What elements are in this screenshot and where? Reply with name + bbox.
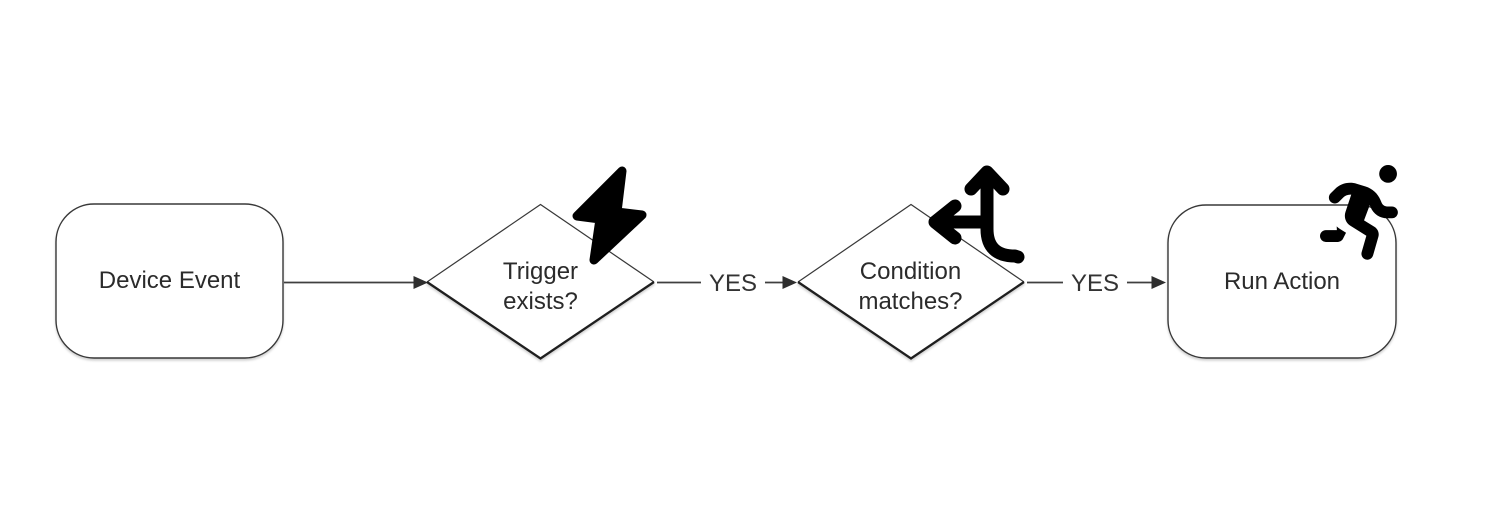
edge-label-yes-2: YES: [1062, 269, 1128, 299]
node-run-action-shape: [1167, 204, 1397, 359]
condition-matches-label: Condition matches?: [797, 204, 1024, 364]
arrowhead-icon: [1151, 276, 1166, 289]
run-action-label: Run Action: [1168, 205, 1396, 358]
arrows-split-icon: [928, 165, 1025, 264]
trigger-exists-label-line2: exists?: [503, 287, 578, 315]
arrowhead-icon: [413, 276, 428, 289]
condition-matches-label-line2: matches?: [858, 287, 963, 315]
edge-label-yes-1: YES: [700, 269, 766, 299]
condition-matches-label-line1: Condition: [859, 257, 962, 285]
trigger-exists-label: Trigger exists?: [427, 204, 654, 364]
device-event-label-text: Device Event: [98, 267, 241, 294]
trigger-exists-label-line1: Trigger: [502, 257, 579, 285]
node-device-event-shape: [55, 203, 284, 359]
lightning-bolt-icon: [572, 166, 647, 265]
run-action-label-text: Run Action: [1223, 267, 1341, 295]
arrowhead-icon: [782, 276, 797, 289]
node-trigger-exists-shape: [426, 203, 655, 360]
node-condition-matches-shape: [797, 203, 1025, 360]
device-event-label: Device Event: [56, 204, 283, 358]
person-running-icon: [1320, 165, 1398, 260]
edge-device-to-trigger: [284, 276, 428, 289]
